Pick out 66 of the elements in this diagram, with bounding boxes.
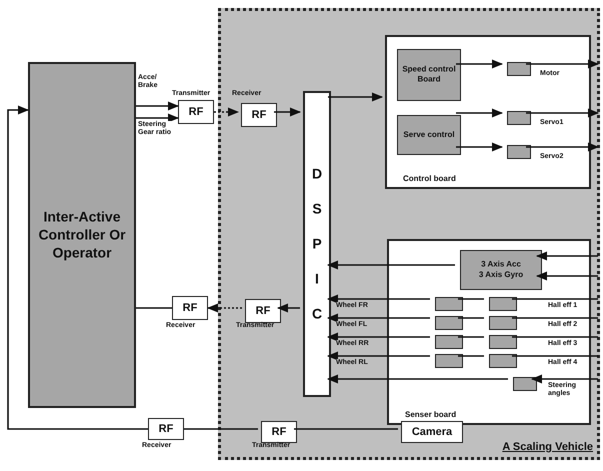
- vehicle-region: [218, 8, 600, 460]
- arrow: [136, 102, 180, 110]
- arrow: [326, 332, 430, 342]
- box-label: RF: [270, 424, 288, 440]
- arrow: [328, 92, 384, 102]
- arrow: [456, 60, 504, 68]
- processor-bar: [303, 91, 331, 397]
- module-box: [397, 115, 461, 155]
- box-label: Serve control: [402, 130, 456, 140]
- box-label: Inter-Active Controller Or Operator: [37, 208, 127, 262]
- small-box: [489, 316, 517, 330]
- arrow: [326, 294, 430, 304]
- small-box: [507, 62, 531, 76]
- arrow: [530, 374, 598, 384]
- board-label: Control board: [403, 174, 456, 183]
- small-box: [507, 145, 531, 159]
- arrow: [536, 272, 598, 280]
- arrow: [526, 108, 600, 118]
- box-label: RF: [254, 304, 272, 318]
- small-box: [489, 335, 517, 349]
- box-label: Camera: [410, 424, 454, 440]
- arrow: [206, 304, 242, 312]
- board-panel: [387, 239, 591, 425]
- small-box: [507, 111, 531, 125]
- camera-box: [401, 421, 463, 443]
- arrow: [7, 106, 148, 430]
- small-box: [435, 316, 463, 330]
- module-box: [397, 49, 461, 101]
- small-box: [513, 377, 537, 391]
- small-box: [435, 354, 463, 368]
- module-label: 3 Axis Acc: [480, 260, 522, 270]
- rf-box: [172, 296, 208, 320]
- arrow: [326, 352, 430, 360]
- rf-box: [245, 299, 281, 323]
- arrow: [136, 114, 180, 122]
- box-label: RF: [188, 104, 204, 120]
- box-label: RF: [250, 108, 268, 122]
- arrow: [326, 260, 455, 270]
- box-label: D S P I C: [312, 164, 322, 324]
- arrow: [536, 252, 598, 260]
- arrow: [214, 108, 240, 116]
- vehicle-title: A Scaling Vehicle: [502, 441, 593, 453]
- box-label: RF: [158, 422, 174, 436]
- small-box: [489, 297, 517, 311]
- rf-box: [148, 418, 184, 440]
- arrow: [276, 304, 300, 312]
- board-panel: [385, 35, 591, 189]
- board-label: Senser board: [405, 410, 456, 419]
- box-label: RF: [182, 300, 198, 316]
- box-label: Speed control Board: [402, 64, 456, 86]
- small-box: [435, 297, 463, 311]
- arrow: [326, 374, 508, 384]
- arrow: [456, 108, 504, 118]
- arrow: [526, 60, 600, 68]
- module-label: 3 Axis Gyro: [478, 270, 524, 280]
- controller-box: [28, 62, 136, 408]
- arrow: [326, 314, 430, 322]
- small-box: [489, 354, 517, 368]
- arrow: [274, 108, 302, 116]
- rf-box: [178, 100, 214, 124]
- small-box: [435, 335, 463, 349]
- arrow: [456, 142, 504, 152]
- module-box: [460, 250, 542, 290]
- rf-box: [261, 421, 297, 443]
- arrow: [526, 142, 600, 152]
- rf-box: [241, 103, 277, 127]
